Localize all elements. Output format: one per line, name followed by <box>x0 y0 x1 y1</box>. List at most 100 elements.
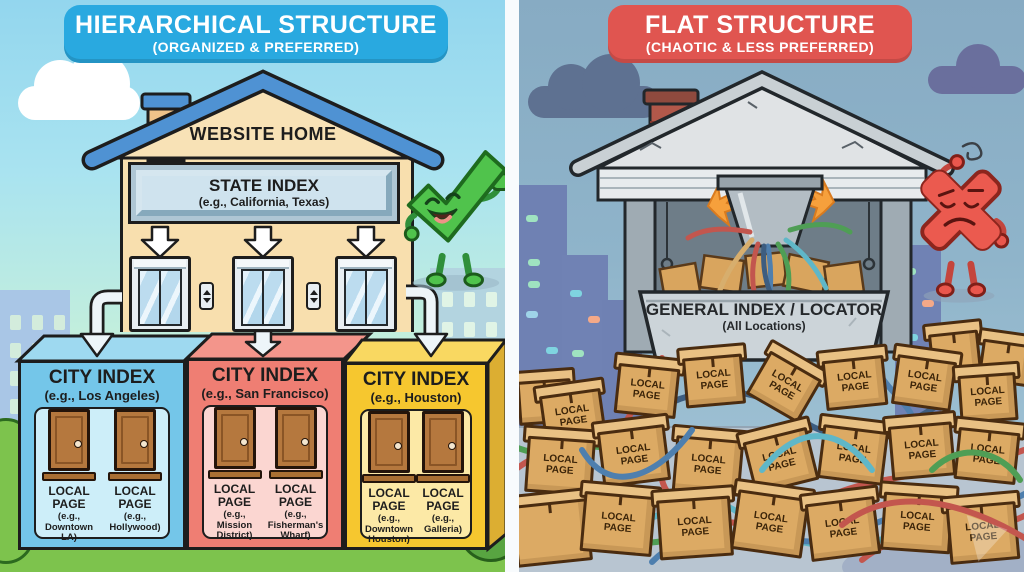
elevator-door-pane <box>346 271 367 324</box>
elevator-door-pane <box>367 271 386 324</box>
panel-flat: FLAT STRUCTURE (CHAOTIC & LESS PREFERRED… <box>512 0 1024 572</box>
door <box>416 411 470 483</box>
city-index-example: (e.g., San Francisco) <box>201 385 329 401</box>
page-labels: LOCAL PAGE (e.g., Downtown Houston) LOCA… <box>362 486 470 546</box>
city-box-san-francisco: CITY INDEX (e.g., San Francisco) LOCAL P… <box>186 358 344 550</box>
local-page-label: LOCAL PAGE (e.g., Mission District) <box>205 482 264 542</box>
elevator-lintel <box>340 260 392 269</box>
door-row <box>36 409 168 481</box>
box-label: LOCAL PAGE <box>600 510 637 536</box>
box-face: LOCAL PAGE <box>655 495 735 561</box>
city-panel: LOCAL PAGE (e.g., Downtown LA) LOCAL PAG… <box>34 407 170 543</box>
down-arrow-icon <box>309 297 318 303</box>
state-index-title: STATE INDEX <box>209 176 319 196</box>
local-page-box: LOCAL PAGE <box>613 351 687 420</box>
door-leaf <box>422 411 464 473</box>
general-index-sign: GENERAL INDEX / LOCATOR (All Locations) <box>642 300 886 333</box>
local-page-box: LOCAL PAGE <box>730 477 817 559</box>
city-index-example: (e.g., Los Angeles) <box>44 387 160 403</box>
local-page-box: LOCAL PAGE <box>890 342 964 412</box>
city-index-title: CITY INDEX <box>362 369 470 390</box>
left-title: HIERARCHICAL STRUCTURE <box>75 11 437 40</box>
door-sill <box>362 474 416 483</box>
cross-icon <box>920 142 1010 303</box>
door-leaf <box>368 411 410 473</box>
cloud <box>956 44 1000 88</box>
box-face: LOCAL PAGE <box>816 424 890 486</box>
box-label: LOCAL PAGE <box>753 509 789 536</box>
city-box-tops <box>14 332 510 553</box>
door <box>268 407 323 479</box>
door-row <box>204 407 326 479</box>
box-label: LOCAL PAGE <box>836 369 873 395</box>
general-index-example: (All Locations) <box>722 318 806 333</box>
door-sill <box>268 470 323 479</box>
state-index-inner: STATE INDEX (e.g., California, Texas) <box>136 170 392 216</box>
door-sill <box>108 472 162 481</box>
local-page-title: LOCAL PAGE <box>213 482 256 510</box>
flat-title-banner: FLAT STRUCTURE (CHAOTIC & LESS PREFERRED… <box>608 5 912 63</box>
city-panel: LOCAL PAGE (e.g., Downtown Houston) LOCA… <box>360 409 472 545</box>
door-row <box>362 411 470 483</box>
box-face: LOCAL PAGE <box>681 353 747 409</box>
door-leaf <box>114 409 156 471</box>
box-face: LOCAL PAGE <box>730 489 810 559</box>
elevator-call-buttons <box>306 282 321 310</box>
elevator-door-pane <box>243 271 264 324</box>
elevator-lintel <box>237 260 289 269</box>
local-page-title: LOCAL PAGE <box>114 484 156 512</box>
hierarchical-title-banner: HIERARCHICAL STRUCTURE (ORGANIZED & PREF… <box>64 5 448 63</box>
door-leaf <box>213 407 256 469</box>
box-label: LOCAL PAGE <box>695 367 732 393</box>
local-page-title: LOCAL PAGE <box>274 482 317 510</box>
local-page-box: LOCAL PAGE <box>815 343 889 412</box>
local-page-title: LOCAL PAGE <box>422 486 464 514</box>
local-page-box: LOCAL PAGE <box>953 415 1024 486</box>
door-leaf <box>274 407 317 469</box>
local-page-box: LOCAL PAGE <box>881 409 958 481</box>
local-page-example: (e.g., Hollywood) <box>109 510 161 533</box>
elevator-door-pane <box>264 271 283 324</box>
box-face: LOCAL PAGE <box>579 490 657 558</box>
right-title: FLAT STRUCTURE <box>644 11 876 40</box>
local-page-example: (e.g., Mission District) <box>216 508 253 542</box>
door <box>362 411 416 483</box>
left-subtitle: (ORGANIZED & PREFERRED) <box>152 38 360 55</box>
box-label: LOCAL PAGE <box>767 368 805 403</box>
box-label: LOCAL PAGE <box>903 437 940 463</box>
box-label: LOCAL PAGE <box>629 377 666 403</box>
door <box>42 409 96 481</box>
box-face: LOCAL PAGE <box>890 354 958 412</box>
box-label: LOCAL PAGE <box>907 368 943 395</box>
elevator-doors <box>138 269 182 326</box>
local-page-box: LOCAL PAGE <box>675 342 748 409</box>
box-face: LOCAL PAGE <box>613 362 681 420</box>
page-labels: LOCAL PAGE (e.g., Mission District) LOCA… <box>204 482 326 542</box>
box-label: LOCAL PAGE <box>676 515 713 539</box>
door <box>108 409 162 481</box>
door-leaf <box>48 409 90 471</box>
building-windows <box>442 292 453 307</box>
box-face: LOCAL PAGE <box>821 354 889 412</box>
local-page-title: LOCAL PAGE <box>368 486 410 514</box>
down-arrow-icon <box>202 297 211 303</box>
right-house <box>569 70 955 362</box>
box-face: LOCAL PAGE <box>804 495 882 563</box>
state-index-panel: STATE INDEX (e.g., California, Texas) <box>128 162 400 224</box>
door-sill <box>207 470 262 479</box>
local-page-title: LOCAL PAGE <box>48 484 90 512</box>
local-page-box: LOCAL PAGE <box>798 484 882 563</box>
panel-hierarchical: HIERARCHICAL STRUCTURE (ORGANIZED & PREF… <box>0 0 512 572</box>
local-page-label: LOCAL PAGE (e.g., Galleria) <box>417 486 469 546</box>
building-windows <box>526 215 538 222</box>
city-panel: LOCAL PAGE (e.g., Mission District) LOCA… <box>202 405 328 542</box>
box-face: LOCAL PAGE <box>953 426 1021 486</box>
city-index-example: (e.g., Houston) <box>370 389 462 405</box>
local-page-box: LOCAL PAGE <box>816 412 896 486</box>
checkmark-icon <box>403 150 511 291</box>
door-sill <box>416 474 470 483</box>
city-head: CITY INDEX (e.g., Houston) <box>347 369 485 405</box>
local-page-label: LOCAL PAGE (e.g., Hollywood) <box>103 484 166 544</box>
state-index-example: (e.g., California, Texas) <box>198 194 330 209</box>
